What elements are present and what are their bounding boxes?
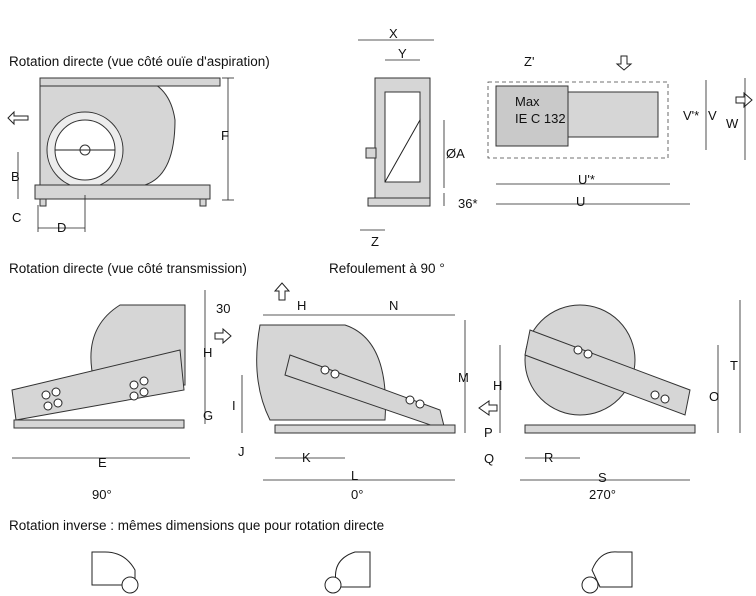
- title-direct-transmission: Rotation directe (vue côté transmission): [9, 261, 247, 276]
- dim-Zp: Z': [524, 54, 534, 69]
- dim-B: B: [11, 169, 20, 184]
- angle-90: 90°: [92, 487, 112, 502]
- dim-W: W: [726, 116, 739, 131]
- dim-U: U: [576, 194, 585, 209]
- dim-P: P: [484, 425, 493, 440]
- arrow-down-icon: [615, 55, 633, 71]
- dim-K: K: [302, 450, 311, 465]
- motor-label-max: Max: [515, 94, 540, 109]
- dim-36: 36*: [458, 196, 478, 211]
- dim-L: L: [351, 468, 358, 483]
- dims-front-suction: F B D C: [11, 77, 234, 235]
- dim-Vs: V'*: [683, 108, 699, 123]
- dims-270: H P Q R S T O 270°: [484, 300, 741, 502]
- arrow-up-icon: [273, 282, 291, 301]
- dims-top: Z' V V'* W U'* U: [496, 54, 746, 209]
- dim-30: 30: [216, 301, 230, 316]
- arrow-left-icon-270: [478, 400, 498, 416]
- angle-0: 0°: [351, 487, 363, 502]
- dim-G: G: [203, 408, 213, 423]
- rotation-symbol-2: [324, 551, 371, 594]
- dims-side: X Y ØA 36* Z: [358, 26, 478, 249]
- dim-C: C: [12, 210, 21, 225]
- title-direct-suction: Rotation directe (vue côté ouïe d'aspira…: [9, 54, 270, 69]
- arrow-left-icon: [7, 110, 29, 126]
- dim-Z: Z: [371, 234, 379, 249]
- dim-F: F: [221, 128, 229, 143]
- dim-D: D: [57, 220, 66, 235]
- dim-H-270: H: [493, 378, 502, 393]
- view-270: [478, 304, 696, 434]
- dim-I: I: [232, 398, 236, 413]
- motor-label-iec: IE C 132: [515, 111, 566, 126]
- title-discharge-90: Refoulement à 90 °: [329, 261, 445, 276]
- dim-S: S: [598, 470, 607, 485]
- view-0: [256, 282, 456, 434]
- dim-H-90: H: [203, 345, 212, 360]
- view-front-suction: [7, 77, 221, 207]
- dim-V: V: [708, 108, 717, 123]
- dim-Us: U'*: [578, 172, 595, 187]
- rotation-symbol-3: [581, 551, 633, 594]
- title-reverse-rotation: Rotation inverse : mêmes dimensions que …: [9, 518, 384, 533]
- arrow-right-icon-90: [214, 327, 232, 345]
- angle-270: 270°: [589, 487, 616, 502]
- rotation-symbol-1: [91, 551, 139, 594]
- arrow-right-icon: [735, 91, 753, 109]
- dim-H-0: H: [297, 298, 306, 313]
- view-90: [11, 304, 232, 429]
- dim-O: O: [709, 389, 719, 404]
- dims-0: H N M I J K L 0°: [232, 298, 469, 502]
- dim-E: E: [98, 455, 107, 470]
- view-side-X: [365, 77, 431, 207]
- dim-N: N: [389, 298, 398, 313]
- dim-OA: ØA: [446, 146, 465, 161]
- dim-R: R: [544, 450, 553, 465]
- dim-T: T: [730, 358, 738, 373]
- dims-90: 30 H G E 90°: [12, 290, 230, 502]
- dim-J: J: [238, 444, 245, 459]
- dim-Y: Y: [398, 46, 407, 61]
- view-top-motor: Max IE C 132: [487, 55, 753, 159]
- dim-Q: Q: [484, 451, 494, 466]
- dim-X: X: [389, 26, 398, 41]
- dim-M: M: [458, 370, 469, 385]
